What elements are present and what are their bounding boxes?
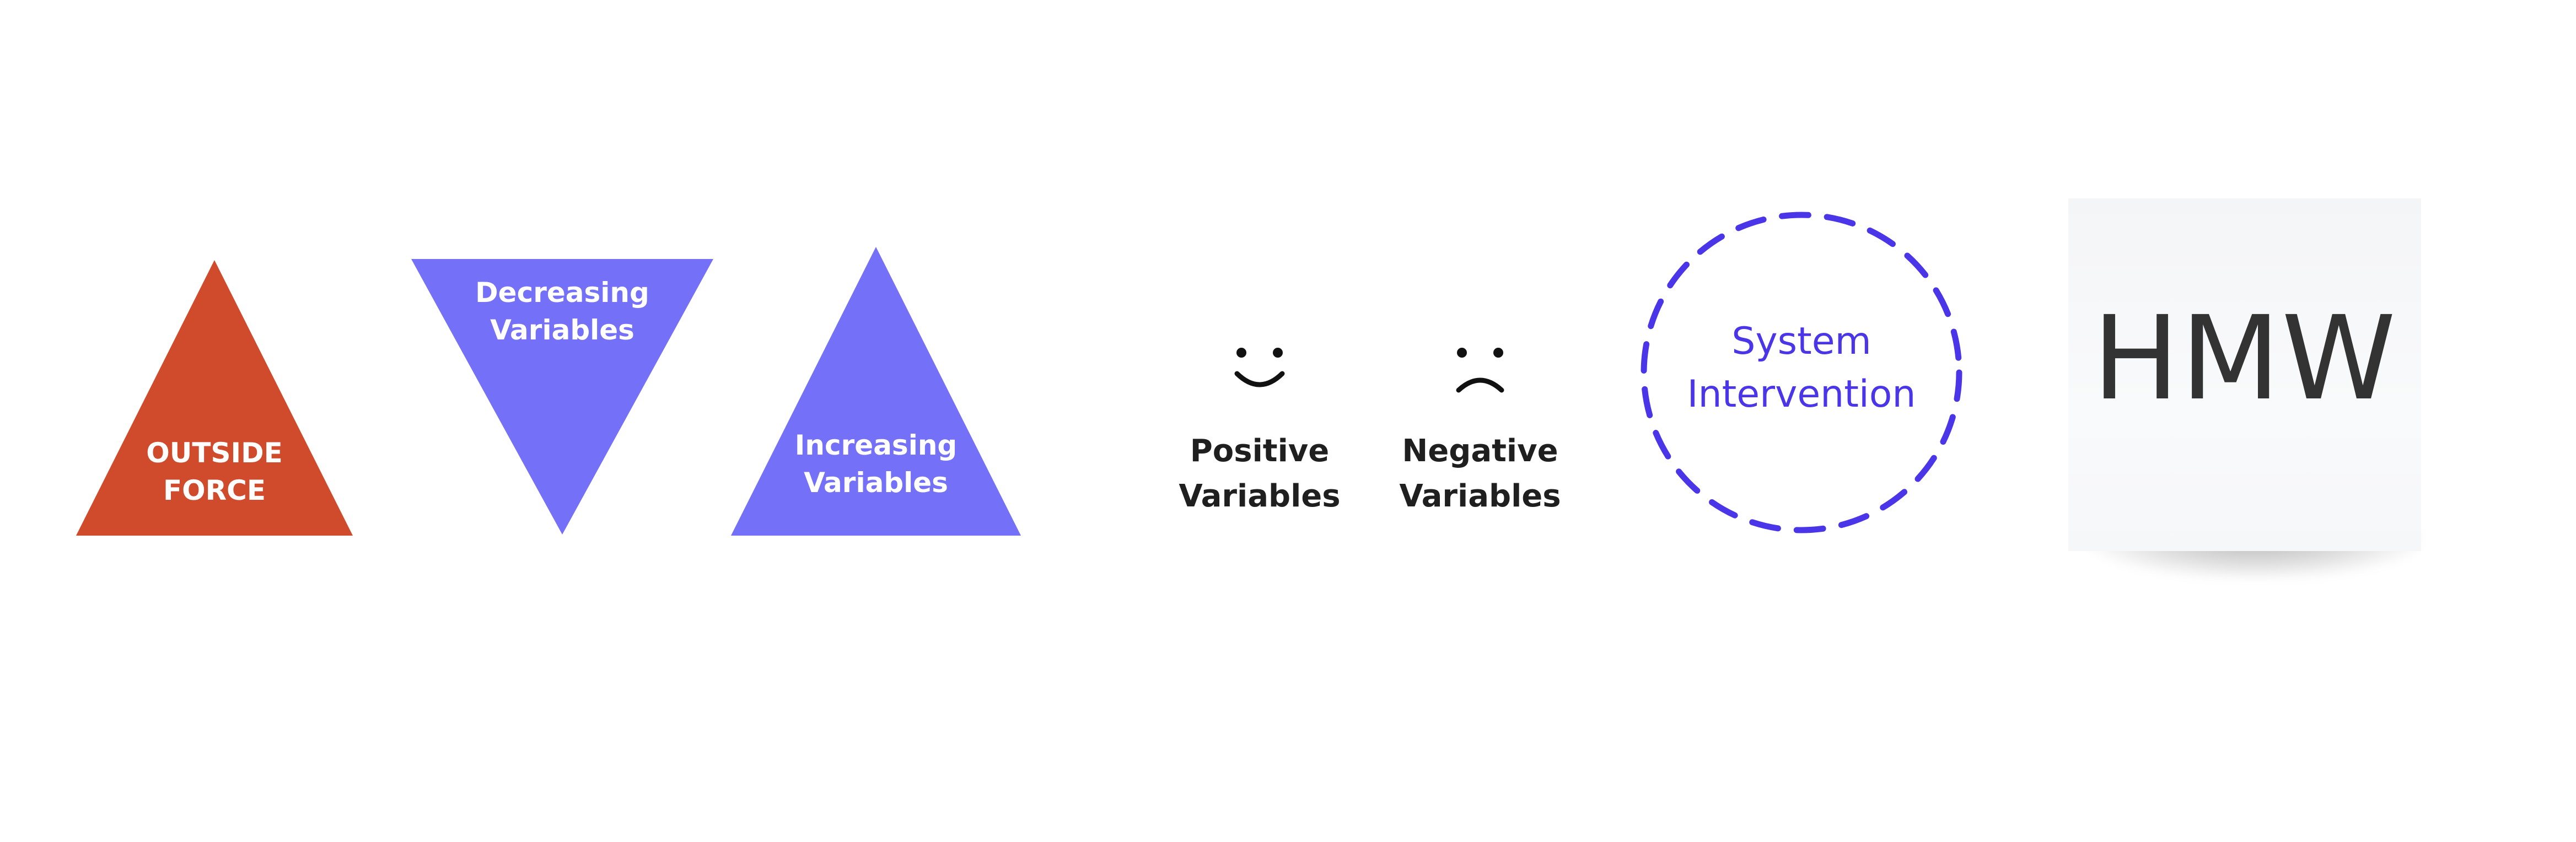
decreasing-variables-label: Decreasing Variables xyxy=(411,274,713,349)
increasing-variables-label-line2: Variables xyxy=(804,467,948,499)
decreasing-variables-triangle[interactable]: Decreasing Variables xyxy=(411,259,713,535)
hmw-sticky-note[interactable]: HMW xyxy=(2068,198,2421,551)
outside-force-triangle-shape xyxy=(76,260,353,536)
increasing-variables-triangle[interactable]: Increasing Variables xyxy=(731,247,1021,536)
decreasing-variables-triangle-shape xyxy=(411,259,713,535)
system-intervention-label-line2: Intervention xyxy=(1687,373,1916,416)
outside-force-label-line2: FORCE xyxy=(163,474,266,506)
outside-force-label-line1: OUTSIDE xyxy=(146,437,283,469)
system-intervention-label: System Intervention xyxy=(1641,315,1962,421)
outside-force-triangle[interactable]: OUTSIDE FORCE xyxy=(76,260,353,536)
system-intervention-circle[interactable]: System Intervention xyxy=(1641,212,1962,533)
system-intervention-circle-shape xyxy=(1641,212,1962,533)
negative-variables-label-line2: Variables xyxy=(1399,478,1561,514)
increasing-variables-label-line1: Increasing xyxy=(794,429,958,461)
positive-variables-label-line2: Variables xyxy=(1179,478,1341,514)
increasing-variables-triangle-shape xyxy=(731,247,1021,536)
negative-variables-label-line1: Negative xyxy=(1402,433,1558,469)
negative-variables-label: Negative Variables xyxy=(1384,429,1577,519)
positive-variables-label-line1: Positive xyxy=(1190,433,1330,469)
frowning-face-icon xyxy=(1450,343,1510,398)
increasing-variables-label: Increasing Variables xyxy=(731,427,1021,501)
outside-force-label: OUTSIDE FORCE xyxy=(76,434,353,509)
hmw-sticky-note-text: HMW xyxy=(2092,290,2397,426)
decreasing-variables-label-line1: Decreasing xyxy=(475,277,649,309)
smiley-face-icon xyxy=(1229,342,1290,397)
positive-variables-label: Positive Variables xyxy=(1163,429,1356,519)
decreasing-variables-label-line2: Variables xyxy=(490,314,634,346)
system-intervention-label-line1: System xyxy=(1731,320,1872,363)
